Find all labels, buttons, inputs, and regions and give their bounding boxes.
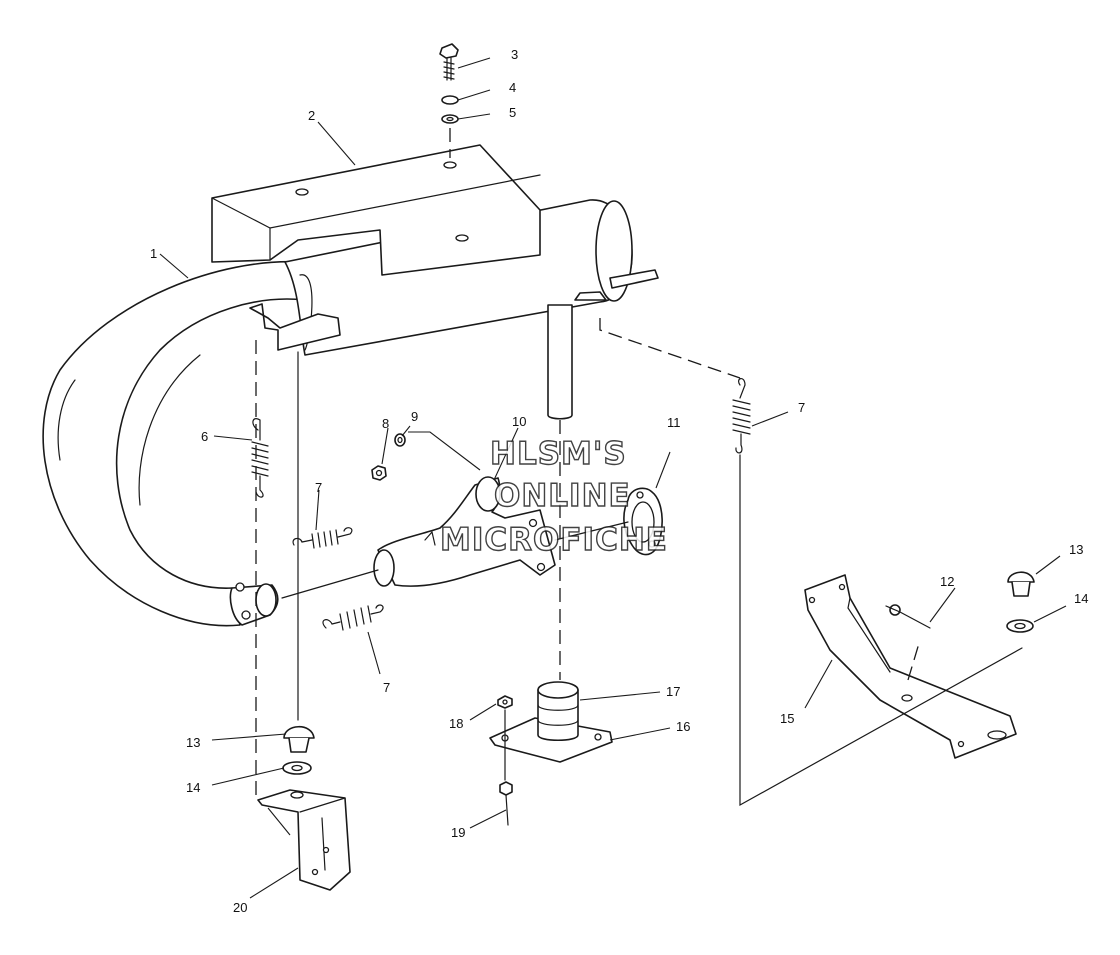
washer-4	[441, 95, 459, 105]
callout-13-left: 13	[186, 735, 200, 750]
washer-14-right	[1006, 619, 1034, 633]
exhaust-manifold-10	[373, 476, 556, 587]
bolt-19	[499, 781, 513, 826]
callout-4: 4	[509, 80, 516, 95]
watermark-line-3: MICROFICHE	[440, 522, 668, 558]
callout-19: 19	[451, 825, 465, 840]
grommet-13-left	[283, 725, 315, 753]
callout-9: 9	[411, 409, 418, 424]
callout-11: 11	[667, 415, 681, 430]
nut-8	[371, 465, 387, 481]
callout-2: 2	[308, 108, 315, 123]
nut-18	[497, 695, 513, 709]
washer-9	[394, 433, 406, 447]
rivet-12	[885, 604, 931, 629]
callout-13-right: 13	[1069, 542, 1083, 557]
leader-lines	[159, 57, 1067, 899]
spring-7-lower	[322, 604, 384, 631]
callout-10: 10	[512, 414, 526, 429]
heat-shield	[211, 144, 541, 276]
bracket-15	[804, 574, 1017, 759]
callout-5: 5	[509, 105, 516, 120]
washer-14-left	[282, 761, 312, 775]
watermark-line-2: ONLINE	[494, 478, 631, 514]
callout-16: 16	[676, 719, 690, 734]
bracket-20	[257, 789, 351, 891]
callout-14-right: 14	[1074, 591, 1088, 606]
grommet-13-right	[1007, 571, 1035, 597]
callout-1: 1	[150, 246, 157, 261]
callout-numbers: 1 2 3 4 5 6 7 7 7 8 9 10 11 12 13 13 14 …	[150, 47, 1088, 915]
spring-7-right	[732, 378, 751, 454]
callout-15: 15	[780, 711, 794, 726]
callout-7-lower: 7	[383, 680, 390, 695]
callout-12: 12	[940, 574, 954, 589]
callout-17: 17	[666, 684, 680, 699]
screw-3	[439, 43, 459, 81]
callout-14-left: 14	[186, 780, 200, 795]
watermark-line-1: HLSM'S	[490, 436, 627, 472]
isolator-17	[537, 681, 579, 742]
callout-8: 8	[382, 416, 389, 431]
callout-7-right: 7	[798, 400, 805, 415]
watermark: HLSM'S ONLINE MICROFICHE	[439, 435, 668, 558]
spring-7-upper	[292, 527, 353, 549]
callout-7-upper: 7	[315, 480, 322, 495]
spring-6	[251, 418, 269, 498]
callout-3: 3	[511, 47, 518, 62]
gasket-11	[623, 487, 663, 556]
lock-washer-5	[441, 114, 459, 124]
exhaust-pipe-muffler	[42, 199, 659, 627]
callout-20: 20	[233, 900, 247, 915]
callout-6: 6	[201, 429, 208, 444]
callout-18: 18	[449, 716, 463, 731]
